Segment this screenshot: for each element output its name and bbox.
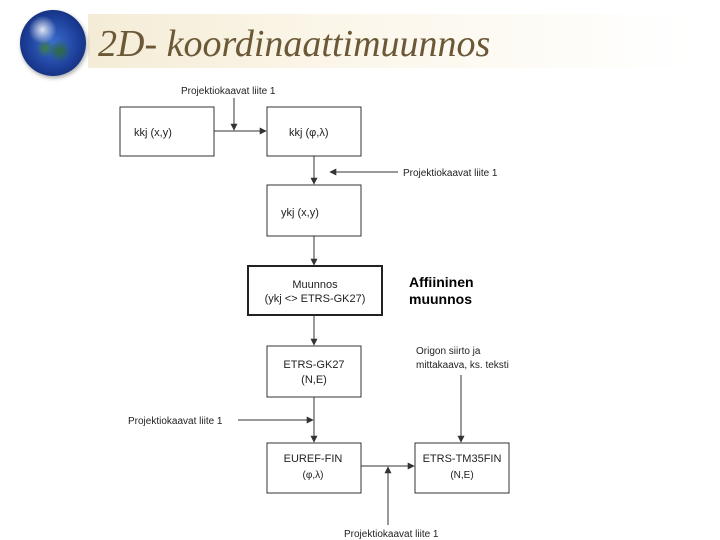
kkj-geo-label: kkj (φ,λ) (289, 127, 329, 139)
note-left: Projektiokaavat liite 1 (128, 416, 223, 427)
box-euref-fin (266, 442, 362, 494)
ykj-label: ykj (x,y) (281, 207, 319, 219)
affine-transform-label: Affiininen muunnos (409, 274, 474, 308)
etrs-tm35fin-sub-label: (N,E) (450, 470, 473, 481)
globe-icon (20, 10, 86, 76)
affine-line-1: Affiininen (409, 274, 474, 290)
title-band (88, 14, 688, 68)
page-title: 2D- koordinaattimuunnos (98, 23, 491, 65)
etrs-gk27-label: ETRS-GK27 (283, 359, 344, 371)
note-bottom: Projektiokaavat liite 1 (344, 529, 439, 540)
muunnos-sub-label: (ykj <> ETRS-GK27) (265, 293, 366, 305)
euref-fin-sub-label: (φ,λ) (303, 470, 324, 481)
box-etrs-tm35fin (414, 442, 510, 494)
euref-fin-label: EUREF-FIN (284, 453, 343, 465)
affine-line-2: muunnos (409, 291, 472, 307)
note-top: Projektiokaavat liite 1 (181, 86, 276, 97)
note-origin-line2: mittakaava, ks. teksti (416, 360, 509, 371)
note-right: Projektiokaavat liite 1 (403, 168, 498, 179)
etrs-tm35fin-label: ETRS-TM35FIN (423, 453, 502, 465)
kkj-xy-label: kkj (x,y) (134, 127, 172, 139)
note-origin-line1: Origon siirto ja (416, 346, 481, 357)
muunnos-label: Muunnos (292, 279, 338, 291)
etrs-gk27-sub-label: (N,E) (301, 374, 327, 386)
box-muunnos (247, 265, 383, 316)
box-etrs-gk27 (266, 345, 362, 398)
